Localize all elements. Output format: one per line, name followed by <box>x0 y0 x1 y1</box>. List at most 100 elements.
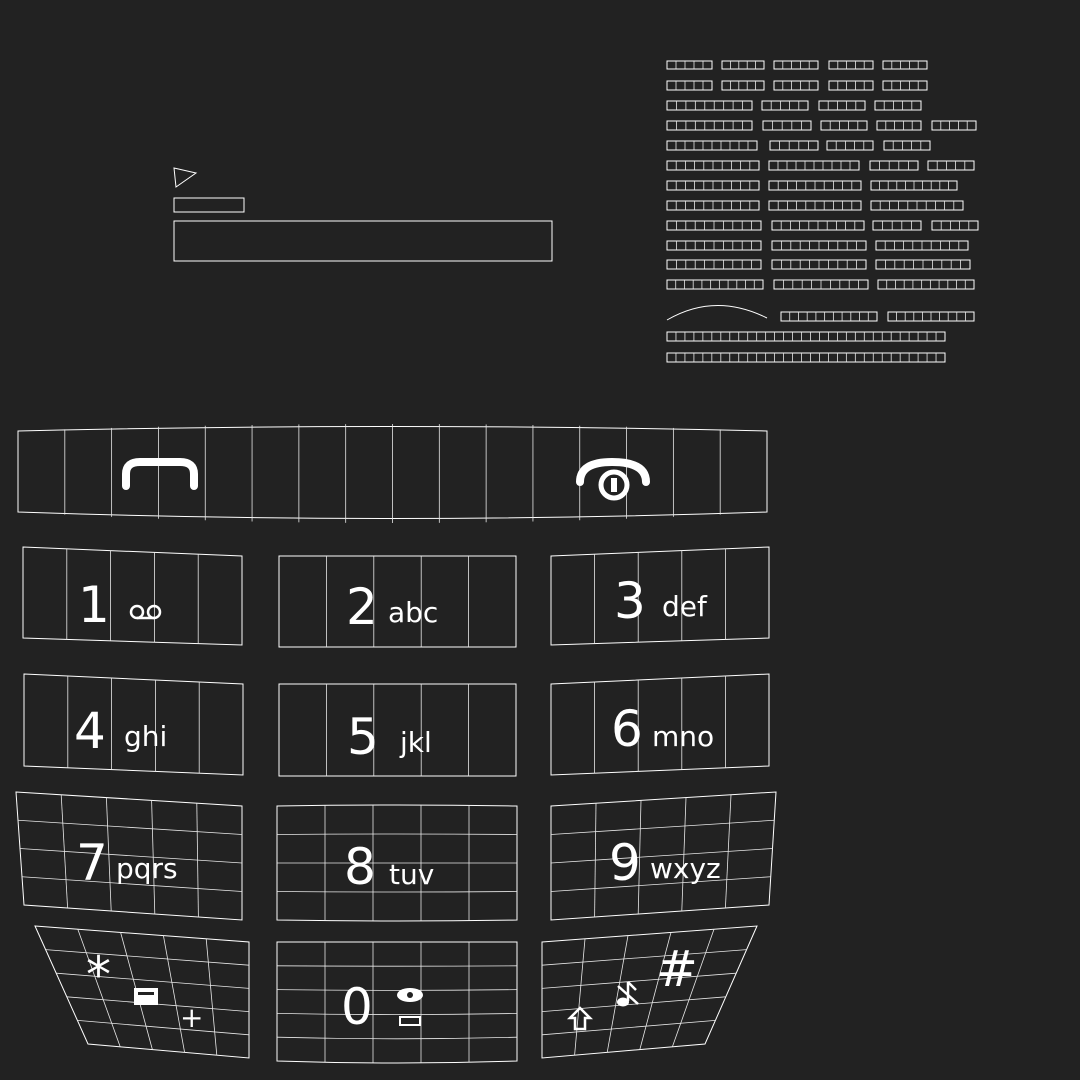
key-digit: 7 <box>76 834 108 892</box>
key-digit: 0 <box>341 978 373 1036</box>
part-strip <box>768 180 862 191</box>
part-strip <box>666 220 762 231</box>
part-strip <box>773 279 869 290</box>
voicemail-icon <box>129 604 162 620</box>
key-letters: pqrs <box>116 852 178 885</box>
part-strip <box>877 279 975 290</box>
part-strip <box>927 160 975 171</box>
call-bar-outline <box>17 426 768 519</box>
part-strip <box>887 311 975 322</box>
part-strip <box>666 200 760 211</box>
part-strip <box>870 180 958 191</box>
key-letters: def <box>662 590 708 623</box>
call-bar-grid <box>64 424 721 523</box>
part-strip <box>828 60 874 70</box>
part-strip <box>883 140 931 151</box>
part-strip <box>882 80 928 91</box>
keypad-key-9[interactable]: 9 wxyz <box>550 791 777 921</box>
key-digit: 1 <box>78 576 110 634</box>
silent-note-icon <box>617 981 639 1007</box>
key-digit: 8 <box>344 838 376 896</box>
key-digit: # <box>656 940 698 998</box>
call-end-bar[interactable] <box>17 424 768 523</box>
key-digit: 9 <box>609 834 641 892</box>
part-strip <box>773 80 819 91</box>
part-strip <box>870 200 964 211</box>
part-strip <box>773 60 819 70</box>
part-strip <box>666 60 713 70</box>
part-strip <box>666 259 762 270</box>
part-strip <box>762 120 812 131</box>
key-letters: jkl <box>399 726 432 759</box>
part-strip <box>771 220 865 231</box>
part-strip <box>666 80 713 91</box>
part-strip <box>768 200 862 211</box>
keypad-lock-icon <box>134 988 158 1005</box>
part-strip <box>666 352 946 363</box>
keypad-key-12[interactable]: # <box>541 925 758 1059</box>
triangle-marker <box>173 167 198 188</box>
part-strip <box>666 120 753 131</box>
part-strip <box>666 331 946 342</box>
part-strip <box>931 120 977 131</box>
part-strip <box>666 160 760 171</box>
part-strip <box>761 100 809 111</box>
part-strip <box>780 311 878 322</box>
arc-strip <box>666 305 768 321</box>
part-strip <box>771 240 867 251</box>
key-letters: ghi <box>124 720 167 753</box>
key-digit: 3 <box>614 572 646 630</box>
keypad-key-1[interactable]: 1 <box>22 546 243 646</box>
part-strip <box>820 120 868 131</box>
part-strip <box>666 279 764 290</box>
small-parts-wire <box>666 60 979 363</box>
key-letters: + <box>180 1001 203 1034</box>
key-letters: abc <box>388 596 438 629</box>
small-strip <box>173 197 245 213</box>
part-strip <box>875 259 971 270</box>
part-strip <box>872 220 922 231</box>
part-strip <box>882 60 928 70</box>
part-strip <box>666 100 753 111</box>
part-strip <box>771 259 867 270</box>
keypad-key-8[interactable]: 8 tuv <box>276 804 518 922</box>
keypad-key-4[interactable]: 4 ghi <box>23 673 244 776</box>
part-strip <box>869 160 919 171</box>
display-strip <box>173 220 553 262</box>
part-strip <box>826 140 874 151</box>
part-strip <box>721 60 765 70</box>
key-digit: 2 <box>346 578 378 636</box>
keypad-key-3[interactable]: 3 def <box>550 546 770 646</box>
key-letters: wxyz <box>650 852 721 885</box>
phone-call-icon[interactable] <box>122 458 198 490</box>
keypad-key-6[interactable]: 6 mno <box>550 673 770 776</box>
key-digit: * <box>86 946 111 1004</box>
shift-icon <box>566 1006 594 1031</box>
part-strip <box>768 160 860 171</box>
part-strip <box>769 140 819 151</box>
key-digit: 6 <box>611 700 643 758</box>
part-strip <box>666 240 762 251</box>
part-strip <box>931 220 979 231</box>
key-digit: 4 <box>74 702 106 760</box>
part-strip <box>875 240 969 251</box>
part-strip <box>828 80 874 91</box>
keypad-key-5[interactable]: 5 jkl <box>278 683 517 777</box>
part-strip <box>666 140 758 151</box>
part-strip <box>666 180 760 191</box>
display-region-wire <box>173 167 553 262</box>
keypad-key-2[interactable]: 2 abc <box>278 555 517 648</box>
part-strip <box>876 120 922 131</box>
key-letters: mno <box>652 720 714 753</box>
part-strip <box>721 80 765 91</box>
keypad-key-10[interactable]: *+ <box>34 925 250 1059</box>
key-letters: tuv <box>389 858 434 891</box>
phone-end-icon[interactable] <box>576 457 650 501</box>
key-digit: 5 <box>347 708 379 766</box>
part-strip <box>818 100 866 111</box>
keypad-key-11[interactable]: 0 <box>276 941 518 1064</box>
